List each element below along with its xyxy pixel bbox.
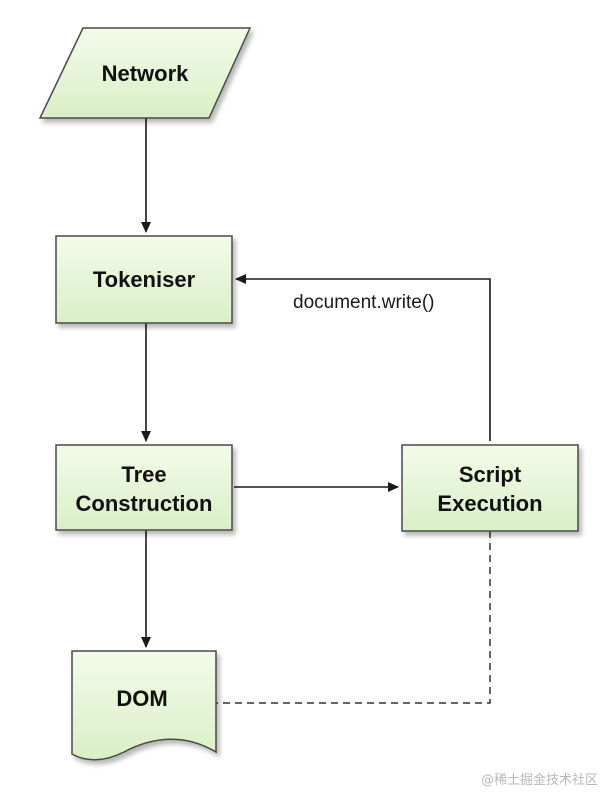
edge-script-to-tokeniser — [235, 274, 491, 441]
edges — [141, 118, 491, 704]
dom-label: DOM — [116, 686, 167, 711]
script-execution-label-line2: Execution — [437, 491, 542, 516]
node-script-execution: Script Execution — [401, 444, 579, 532]
tree-construction-label-line2: Construction — [76, 491, 213, 516]
node-dom: DOM — [71, 650, 217, 761]
script-execution-shape — [401, 444, 579, 532]
node-tokeniser: Tokeniser — [55, 235, 233, 324]
script-execution-label-line1: Script — [459, 462, 522, 487]
edge-script-to-dom-dashed — [216, 531, 491, 704]
watermark: @稀土掘金技术社区 — [480, 773, 598, 788]
node-network: Network — [38, 27, 252, 119]
dom-document-shape — [71, 650, 217, 761]
tokeniser-label: Tokeniser — [93, 267, 196, 292]
network-label: Network — [102, 61, 190, 86]
tree-construction-label-line1: Tree — [121, 462, 166, 487]
node-tree-construction: Tree Construction — [55, 444, 233, 531]
document-write-label: document.write() — [293, 292, 435, 313]
network-shape — [38, 27, 252, 119]
tokeniser-shape — [55, 235, 233, 324]
tree-construction-shape — [55, 444, 233, 531]
